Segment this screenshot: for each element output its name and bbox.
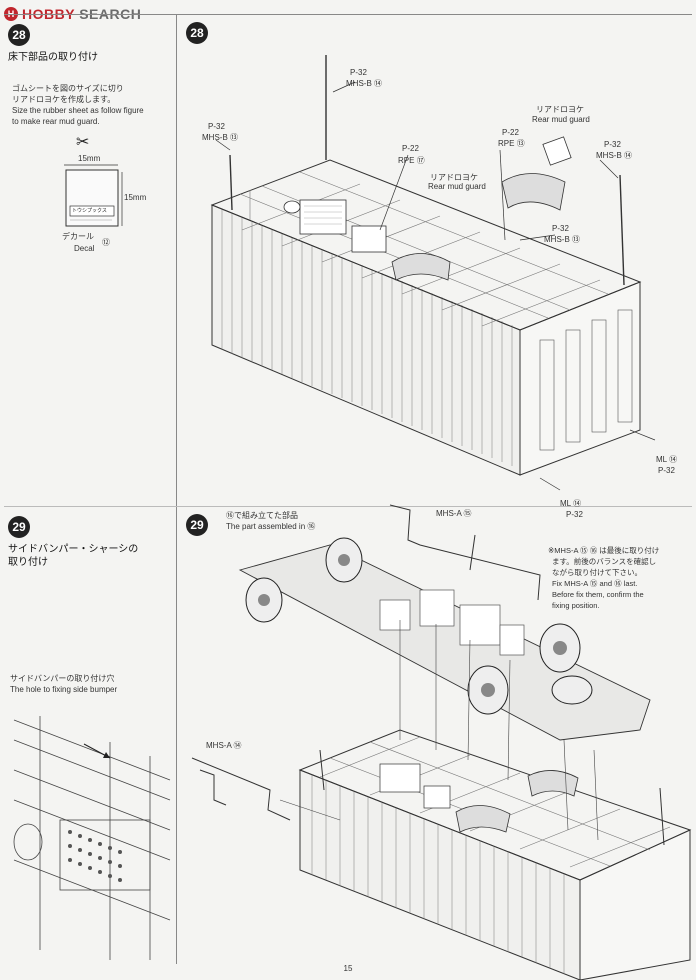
- callout-mhsb14-right-num: ⑭: [624, 151, 633, 160]
- callout-p32-a: P-32: [350, 68, 367, 77]
- callout-ml14-right-text: ML: [656, 455, 667, 464]
- step-28-note-jp-1: ゴムシートを図のサイズに切り: [12, 84, 124, 93]
- callout-mhsb14-top: MHS-B ⑭: [346, 78, 382, 89]
- step-29-note-en-3: fixing position.: [552, 601, 600, 610]
- callout-rear-mud-right-jp: リアドロヨケ: [536, 105, 584, 114]
- step-28-title: 床下部品の取り付け: [8, 52, 98, 63]
- callout-mhsb13-left-num: ⑬: [230, 133, 239, 142]
- step-28-note-en-2: to make rear mud guard.: [12, 117, 100, 126]
- decal-number: ⑫: [102, 238, 110, 247]
- step-29-title-1: サイドバンパー・シャーシの: [8, 544, 139, 555]
- step-29-title-2: 取り付け: [8, 557, 48, 568]
- assembled-label-jp: ⑯で組み立てた部品: [226, 511, 298, 520]
- decal-label-jp: デカール: [62, 232, 94, 241]
- callout-p32-b: P-32: [208, 122, 225, 131]
- callout-ml14-bottom-p: P-32: [566, 510, 583, 519]
- step-28-main-badge: 28: [186, 22, 208, 44]
- callout-mhsb13-mid-text: MHS-B: [544, 235, 570, 244]
- top-rule: [4, 14, 692, 15]
- callout-ml14-right: ML ⑭: [656, 454, 677, 465]
- callout-mhsb13-left-text: MHS-B: [202, 133, 228, 142]
- callout-mhsb14-right: MHS-B ⑭: [596, 150, 632, 161]
- section-divider: [4, 506, 692, 507]
- step-28-note-en-1: Size the rubber sheet as follow figure: [12, 106, 144, 115]
- callout-p22-a: P-22: [402, 144, 419, 153]
- callout-rpe13: RPE ⑬: [498, 138, 525, 149]
- step-29-badge: 29: [8, 516, 30, 538]
- column-divider: [176, 14, 177, 964]
- callout-rear-mud-left-jp: リアドロヨケ: [430, 173, 478, 182]
- callout-ml14-bottom-text: ML: [560, 499, 571, 508]
- hole-label-en: The hole to fixing side bumper: [10, 685, 118, 694]
- step-29-note-en-2: Before fix them, confirm the: [552, 590, 644, 599]
- callout-p32-c: P-32: [604, 140, 621, 149]
- assembled-label-en: The part assembled in ⑯: [226, 522, 316, 531]
- step-29-note-jp-2: ます。前後のバランスを確認し: [552, 557, 657, 566]
- callout-ml14-right-num: ⑭: [669, 455, 678, 464]
- step-28-badge: 28: [8, 24, 30, 46]
- callout-ml14-bottom: ML ⑭: [560, 498, 581, 509]
- callout-mhsb13-mid-num: ⑬: [572, 235, 581, 244]
- hole-label-jp: サイドバンパーの取り付け穴: [10, 674, 115, 683]
- callout-rear-mud-right-en: Rear mud guard: [532, 115, 590, 124]
- callout-p32-d: P-32: [552, 224, 569, 233]
- callout-mhsb14-top-text: MHS-B: [346, 79, 372, 88]
- step-29-note-en-1: Fix MHS-A ⑮ and ⑯ last.: [552, 579, 638, 588]
- decal-label-en: Decal: [74, 244, 95, 253]
- decal-text: トウシプックス: [72, 208, 107, 214]
- callout-rpe13-num: ⑬: [516, 139, 525, 148]
- callout-p22-b: P-22: [502, 128, 519, 137]
- callout-rpe17-text: RPE: [398, 156, 415, 165]
- scissors-icon: ✂: [76, 134, 90, 151]
- step-28-note-jp-2: リアドロヨケを作成します。: [12, 95, 116, 104]
- step-29-note-jp-3: ながら取り付けて下さい。: [552, 568, 642, 577]
- callout-mhsb13-mid: MHS-B ⑬: [544, 234, 580, 245]
- callout-rear-mud-left-en: Rear mud guard: [428, 182, 486, 191]
- callout-ml14-bottom-num: ⑭: [573, 499, 582, 508]
- callout-rpe17: RPE ⑰: [398, 155, 425, 166]
- callout-rpe13-text: RPE: [498, 139, 515, 148]
- dim-width-label: 15mm: [78, 154, 101, 163]
- mhsa14-label: MHS-A ⑭: [206, 741, 242, 750]
- step-29-main-badge: 29: [186, 514, 208, 536]
- callout-rpe17-num: ⑰: [416, 156, 425, 165]
- step-29-note-jp-1: ※MHS-A ⑮ ⑯ は最後に取り付け: [548, 546, 660, 555]
- callout-ml14-right-p: P-32: [658, 466, 675, 475]
- callout-mhsb13-left: MHS-B ⑬: [202, 132, 238, 143]
- callout-mhsb14-right-text: MHS-B: [596, 151, 622, 160]
- dim-height-label: 15mm: [124, 193, 147, 202]
- page-number: 15: [343, 964, 353, 973]
- callout-mhsb14-top-num: ⑭: [374, 79, 383, 88]
- mhsa15-label: MHS-A ⑮: [436, 509, 472, 518]
